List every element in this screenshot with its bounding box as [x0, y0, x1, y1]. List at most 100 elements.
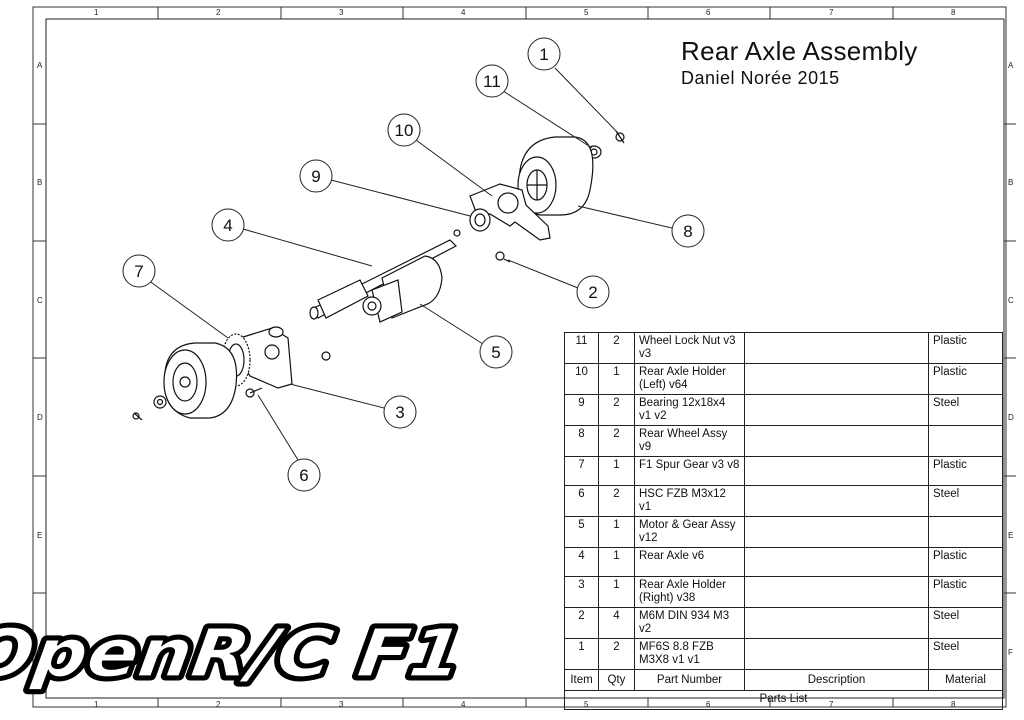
screw-left-part — [132, 412, 143, 421]
cell-material: Plastic — [928, 363, 1003, 395]
callout-4: 4 — [211, 208, 373, 267]
cell-part-number: Rear Wheel Assy v9 — [634, 425, 745, 457]
cell-qty: 2 — [598, 332, 635, 364]
cell-material: Steel — [928, 394, 1003, 426]
parts-list-header: Item Qty Part Number Description Materia… — [564, 669, 1003, 691]
cell-part-number: Bearing 12x18x4 v1 v2 — [634, 394, 745, 426]
callout-4-label: 4 — [223, 216, 232, 235]
callout-11-label: 11 — [483, 72, 501, 91]
screw-1-part — [615, 130, 625, 144]
motor-gear-5-part — [362, 255, 443, 323]
cell-qty: 1 — [598, 547, 635, 577]
cell-description — [744, 332, 929, 364]
cell-qty: 1 — [598, 516, 635, 548]
zone-col-label: 1 — [94, 8, 99, 17]
zone-row-label: C — [1008, 296, 1014, 305]
callout-10: 10 — [387, 113, 493, 197]
cell-qty: 2 — [598, 394, 635, 426]
cell-material: Steel — [928, 638, 1003, 670]
cell-part-number: Rear Axle Holder (Left) v64 — [634, 363, 745, 395]
cell-part-number: Wheel Lock Nut v3 v3 — [634, 332, 745, 364]
callout-1-label: 1 — [539, 45, 548, 64]
cell-item: 4 — [564, 547, 599, 577]
cell-material: Plastic — [928, 332, 1003, 364]
zone-row-label: E — [1008, 531, 1014, 540]
callout-6-label: 6 — [299, 466, 308, 485]
zone-col-label: 4 — [461, 700, 466, 709]
zone-row-label: A — [37, 61, 43, 70]
callout-2: 2 — [507, 259, 610, 309]
cell-item: 10 — [564, 363, 599, 395]
cell-item: 8 — [564, 425, 599, 457]
callout-1: 1 — [527, 37, 620, 135]
cell-description — [744, 576, 929, 608]
zone-col-label: 1 — [94, 700, 99, 709]
header-qty: Qty — [598, 669, 635, 691]
cell-description — [744, 425, 929, 457]
callout-8: 8 — [577, 205, 705, 248]
cell-description — [744, 394, 929, 426]
logo-text: OpenR/C F1 — [0, 614, 468, 692]
cell-item: 11 — [564, 332, 599, 364]
callout-8-label: 8 — [683, 222, 692, 241]
callout-7: 7 — [122, 254, 229, 339]
cell-part-number: HSC FZB M3x12 v1 — [634, 485, 745, 517]
screw-2-part — [495, 251, 511, 263]
axle-holder-right-3-part — [239, 326, 293, 389]
cell-part-number: MF6S 8.8 FZB M3X8 v1 v1 — [634, 638, 745, 670]
cell-description — [744, 638, 929, 670]
zone-row-label: C — [37, 296, 43, 305]
header-description: Description — [744, 669, 929, 691]
zone-row-label: F — [37, 648, 42, 657]
callout-5: 5 — [419, 303, 513, 369]
zone-col-label: 8 — [951, 8, 956, 17]
callout-9-label: 9 — [311, 167, 320, 186]
rear-wheel-left-part — [163, 342, 238, 419]
cell-part-number: Rear Axle Holder (Right) v38 — [634, 576, 745, 608]
callout-6: 6 — [257, 394, 321, 492]
zone-col-label: 3 — [339, 700, 344, 709]
zone-row-label: B — [37, 178, 43, 187]
cell-material: Steel — [928, 485, 1003, 517]
cell-part-number: F1 Spur Gear v3 v8 — [634, 456, 745, 486]
cell-qty: 2 — [598, 638, 635, 670]
cell-item: 1 — [564, 638, 599, 670]
zone-row-label: B — [1008, 178, 1014, 187]
cell-part-number: Rear Axle v6 — [634, 547, 745, 577]
cell-material — [928, 425, 1003, 457]
cell-description — [744, 516, 929, 548]
callout-7-label: 7 — [134, 262, 143, 281]
bearing-9-part — [469, 208, 491, 232]
logo-text-inner: OpenR/C F1 — [0, 614, 468, 692]
openrc-f1-logo: OpenR/C F1 OpenR/C F1 — [0, 610, 472, 697]
callout-9: 9 — [299, 159, 471, 217]
zone-col-label: 5 — [584, 8, 589, 17]
parts-list-caption: Parts List — [564, 690, 1003, 710]
zone-col-label: 2 — [216, 8, 221, 17]
cell-description — [744, 607, 929, 639]
outer-border — [32, 6, 1007, 708]
callouts: 1 11 10 9 8 4 2 — [122, 37, 705, 492]
hsc-screw-6-part — [245, 387, 263, 398]
zone-col-label: 6 — [706, 8, 711, 17]
cell-material: Plastic — [928, 576, 1003, 608]
cell-qty: 4 — [598, 607, 635, 639]
callout-5-label: 5 — [491, 343, 500, 362]
zone-col-label: 7 — [829, 8, 834, 17]
header-item: Item — [564, 669, 599, 691]
header-material: Material — [928, 669, 1003, 691]
zone-row-label: E — [37, 531, 43, 540]
cell-part-number: Motor & Gear Assy v12 — [634, 516, 745, 548]
cell-qty: 1 — [598, 576, 635, 608]
callout-2-label: 2 — [588, 283, 597, 302]
nut-left-part — [153, 395, 167, 409]
